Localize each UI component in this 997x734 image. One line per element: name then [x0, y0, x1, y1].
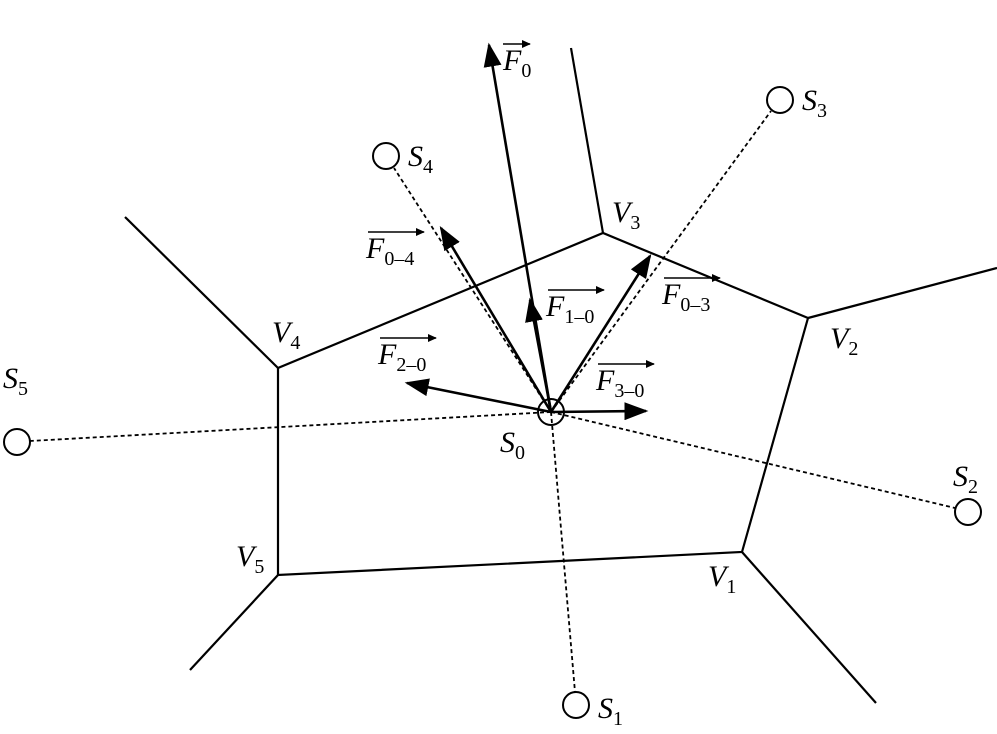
svg-text:F3–0: F3–0	[595, 364, 644, 402]
svg-text:F0: F0	[502, 44, 531, 82]
force-arrow-f0-4	[439, 225, 553, 413]
force-arrow-f2-0	[404, 378, 552, 414]
site-s3	[766, 86, 794, 114]
label-s2: S2	[953, 460, 978, 498]
force-arrow-f0-3	[549, 253, 652, 413]
label-f2-0: F2–0	[377, 334, 437, 376]
outer-edge-v3	[569, 47, 605, 234]
site-s5	[3, 428, 31, 456]
label-f1-0: F1–0	[545, 286, 605, 328]
label-v5: V5	[236, 540, 264, 578]
link-s0-s1	[550, 411, 576, 693]
label-s5: S5	[3, 362, 28, 400]
site-s4	[372, 142, 400, 170]
svg-text:F0–3: F0–3	[661, 278, 710, 316]
site-s0	[537, 398, 565, 426]
link-s0-s3	[550, 110, 772, 413]
label-s0: S0	[500, 426, 525, 464]
label-v3: V3	[612, 196, 640, 234]
label-f0-4: F0–4	[365, 228, 425, 270]
label-s3: S3	[802, 84, 827, 122]
outer-edge-v5	[189, 574, 279, 671]
site-s2	[954, 498, 982, 526]
label-f0: F0	[502, 40, 531, 82]
outer-edge-v4	[124, 216, 279, 369]
label-v4: V4	[272, 316, 300, 354]
label-s1: S1	[598, 692, 623, 730]
force-arrow-f3-0	[550, 402, 649, 421]
svg-text:F1–0: F1–0	[545, 290, 594, 328]
svg-text:F2–0: F2–0	[377, 338, 426, 376]
label-s4: S4	[408, 140, 433, 178]
voronoi-cell	[276, 231, 810, 577]
outer-edge-v2	[807, 266, 997, 320]
link-s0-s2	[550, 411, 956, 509]
label-v1: V1	[708, 560, 736, 598]
link-s0-s5	[29, 411, 552, 442]
label-v2: V2	[830, 322, 858, 360]
label-f3-0: F3–0	[595, 360, 655, 402]
force-arrow-f1-0	[525, 297, 553, 413]
link-s0-s4	[393, 167, 552, 413]
svg-text:F0–4: F0–4	[365, 232, 414, 270]
label-f0-3: F0–3	[661, 274, 721, 316]
outer-edge-v1	[741, 551, 877, 704]
site-s1	[562, 691, 590, 719]
